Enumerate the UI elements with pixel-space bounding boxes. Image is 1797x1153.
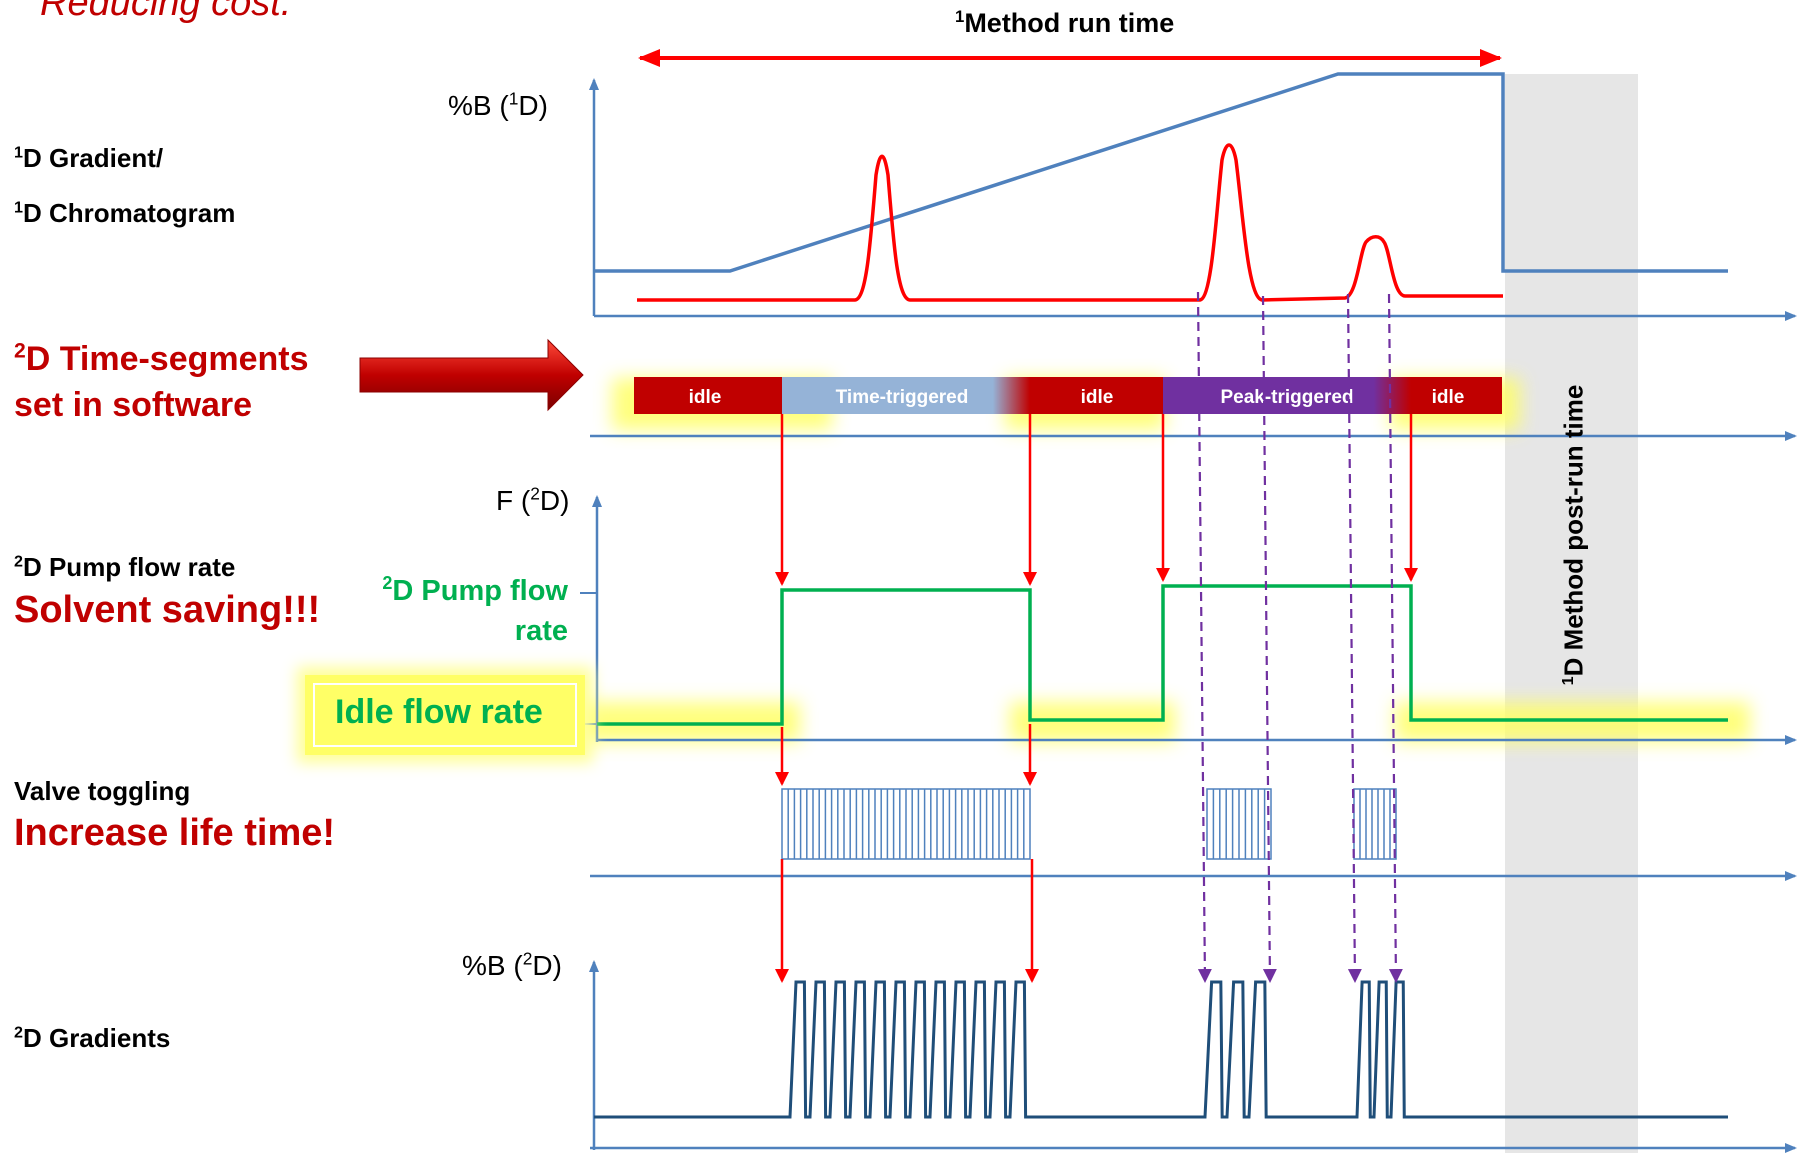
segment-bar xyxy=(634,377,1502,414)
high-flow-label-line1: 2D Pump flow xyxy=(382,573,568,607)
top-axis-label: %B (1D) xyxy=(448,88,548,121)
pointer-arrow-icon xyxy=(359,338,584,412)
chromatogram-1d xyxy=(637,143,1503,302)
segment-label-idle-1: idle xyxy=(689,387,722,408)
post-run-label: 1D Method post-run time xyxy=(1558,384,1589,686)
segment-idle-2 xyxy=(1030,377,1163,414)
high-flow-label-line2: rate xyxy=(515,615,568,647)
gradient-row-label-1: 1D Gradient/ xyxy=(14,143,164,173)
segment-label-idle-3: idle xyxy=(1432,387,1465,408)
segments-row-label-2: set in software xyxy=(14,386,253,424)
segment-time-triggered xyxy=(782,377,1030,414)
valve-block-time xyxy=(781,788,1031,860)
segments-row-label-1: 2D Time-segments xyxy=(14,339,309,378)
top-caption: Reducing cost. xyxy=(40,0,292,24)
segment-peak-triggered xyxy=(1163,377,1411,414)
post-run-band xyxy=(1505,74,1638,1153)
valve-row-label: Valve toggling xyxy=(14,776,191,806)
idle-flow-rate-box: Idle flow rate xyxy=(305,675,585,755)
segment-label-peak: Peak-triggered xyxy=(1220,387,1353,408)
valve-block-peak-2 xyxy=(1353,788,1397,860)
time-trigger-arrows xyxy=(775,414,1418,983)
run-time-label: 1Method run time xyxy=(955,7,1175,38)
gradient-row-label-2: 1D Chromatogram xyxy=(14,198,236,228)
pump-benefit-label: Solvent saving!!! xyxy=(14,589,321,631)
segment-idle-3 xyxy=(1411,377,1502,414)
segment-label-time: Time-triggered xyxy=(836,387,969,408)
flow-rate-line xyxy=(597,584,1728,726)
gradients-2d-line xyxy=(594,980,1728,1119)
peak-trigger-arrows xyxy=(1196,291,1403,983)
segment-label-idle-2: idle xyxy=(1081,387,1114,408)
segment-idle-1 xyxy=(634,377,782,414)
gradient-1d-line xyxy=(594,72,1728,273)
valve-block-peak-1 xyxy=(1206,788,1272,860)
valve-benefit-label: Increase life time! xyxy=(14,812,336,854)
flow-axis-label: F (2D) xyxy=(496,483,570,516)
bottom-axis-label: %B (2D) xyxy=(462,948,562,981)
pump-row-label: 2D Pump flow rate xyxy=(14,552,236,582)
gradients-row-label: 2D Gradients xyxy=(14,1023,171,1053)
idle-flow-rate-label: Idle flow rate xyxy=(335,693,543,731)
